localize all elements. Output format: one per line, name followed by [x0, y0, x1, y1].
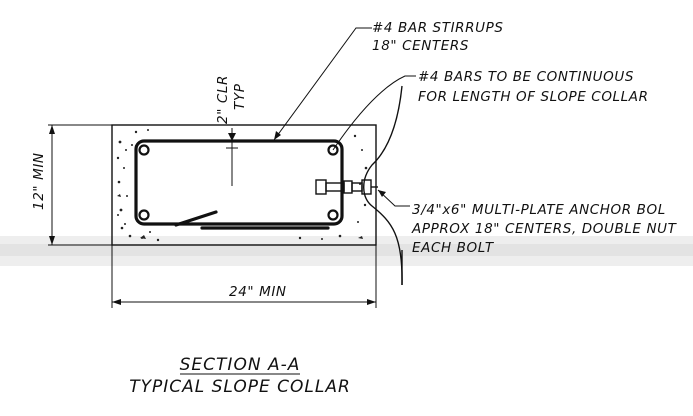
stirrup-hook: [174, 210, 218, 227]
label-width-dim: 24" MIN: [229, 284, 287, 300]
clr-dim-arrow: [228, 133, 236, 141]
leader-stirrups-arrow: [274, 131, 281, 140]
label-anchor-3: EACH BOLT: [412, 240, 495, 256]
leader-anchor-arrow: [378, 190, 386, 197]
label-anchor-2: APPROX 18" CENTERS, DOUBLE NUT: [411, 221, 678, 237]
section-subtitle: TYPICAL SLOPE COLLAR: [129, 377, 351, 397]
height-arrow-top: [49, 125, 55, 134]
label-height-dim: 12" MIN: [31, 152, 47, 210]
label-stirrups-1: #4 BAR STIRRUPS: [372, 20, 504, 36]
label-bars-1: #4 BARS TO BE CONTINUOUS: [418, 69, 634, 85]
width-arrow-left: [112, 299, 121, 305]
anchor-bolt: [315, 179, 378, 195]
stirrup-bar: [134, 139, 344, 226]
bar-top-left: [138, 144, 150, 156]
label-anchor-1: 3/4"x6" MULTI-PLATE ANCHOR BOL: [412, 202, 666, 218]
bar-bottom-left: [138, 209, 150, 221]
height-arrow-bottom: [49, 236, 55, 245]
label-clr-2: TYP: [232, 83, 248, 110]
multi-plate-wave: [363, 85, 403, 286]
leader-anchor: [377, 189, 410, 207]
label-clr-1: 2" CLR: [215, 75, 231, 124]
continuous-bars: [138, 144, 339, 221]
concrete-stipple: [116, 129, 368, 242]
ground-band-shade: [0, 244, 693, 256]
leader-bars: [332, 75, 416, 151]
label-bars-2: FOR LENGTH OF SLOPE COLLAR: [418, 89, 649, 105]
bar-bottom-right: [327, 209, 339, 221]
width-arrow-right: [367, 299, 376, 305]
leader-stirrups: [273, 27, 372, 141]
label-stirrups-2: 18" CENTERS: [372, 38, 469, 54]
section-title: SECTION A-A: [180, 355, 301, 375]
concrete-section-outline: [111, 124, 377, 246]
